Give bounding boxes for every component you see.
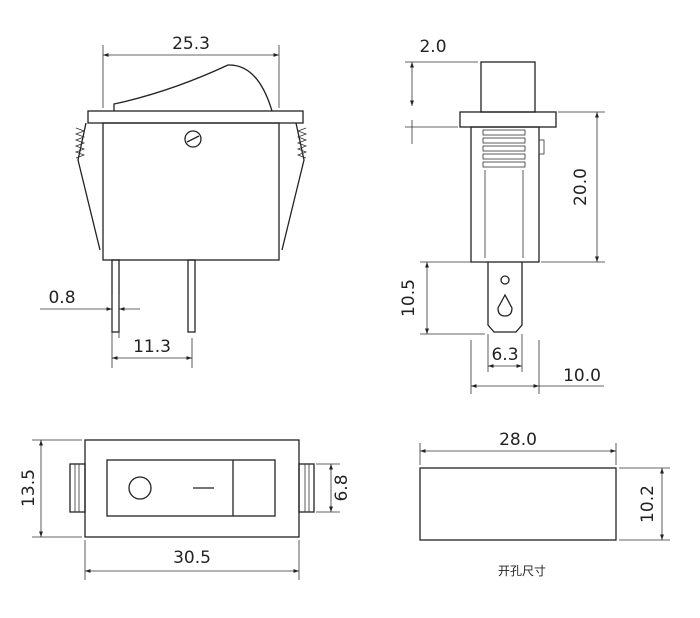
off-symbol-circle <box>128 476 152 500</box>
right-latch-teeth <box>296 127 308 159</box>
terminal-hole-teardrop <box>497 293 513 317</box>
top-latch-left <box>69 463 86 513</box>
terminal-tab <box>487 262 523 333</box>
top-latch-right <box>298 463 315 513</box>
screw-circle <box>184 130 202 148</box>
side-body <box>470 126 540 263</box>
dim-rocker-window-height: 6.8 <box>332 474 352 501</box>
dim-pin-thickness: 0.8 <box>48 288 75 308</box>
rocker-window <box>106 459 276 517</box>
right-latch <box>281 122 305 251</box>
front-flange <box>87 110 304 124</box>
cutout-caption: 开孔尺寸 <box>498 564 546 578</box>
top-frame <box>84 439 300 538</box>
pin-left <box>111 259 120 333</box>
pin-right <box>187 259 196 333</box>
dim-cutout-height: 10.2 <box>638 485 658 523</box>
side-rocker <box>480 61 536 113</box>
screw-slot <box>186 135 200 143</box>
dim-rocker-height: 2.0 <box>419 37 446 57</box>
top-view: 13.5 6.8 30.5 <box>19 439 352 580</box>
dim-body-depth: 20.0 <box>571 168 591 206</box>
rocker-profile <box>113 64 273 112</box>
side-view: 2.0 20.0 10.5 6.3 10.0 <box>399 37 605 394</box>
left-latch <box>77 122 101 251</box>
dim-terminal-width: 6.3 <box>491 345 518 365</box>
dim-terminal-length: 10.5 <box>399 279 419 317</box>
side-flange <box>459 111 557 128</box>
dim-top-width: 25.3 <box>172 34 210 54</box>
front-body <box>102 122 280 261</box>
dim-cutout-width: 28.0 <box>499 430 537 450</box>
side-latch <box>538 139 545 155</box>
side-vents <box>482 129 526 258</box>
dim-side-total-width: 10.0 <box>563 366 601 386</box>
dim-pin-pitch: 11.3 <box>133 337 171 357</box>
dim-front-height: 13.5 <box>19 469 39 507</box>
dim-front-width: 30.5 <box>173 548 211 568</box>
terminal-hole-round <box>500 275 510 285</box>
panel-cutout: 28.0 10.2 开孔尺寸 <box>419 430 670 578</box>
left-latch-teeth <box>74 127 86 159</box>
cutout-rect <box>419 467 617 541</box>
front-view: 25.3 0.8 11.3 <box>40 34 308 368</box>
